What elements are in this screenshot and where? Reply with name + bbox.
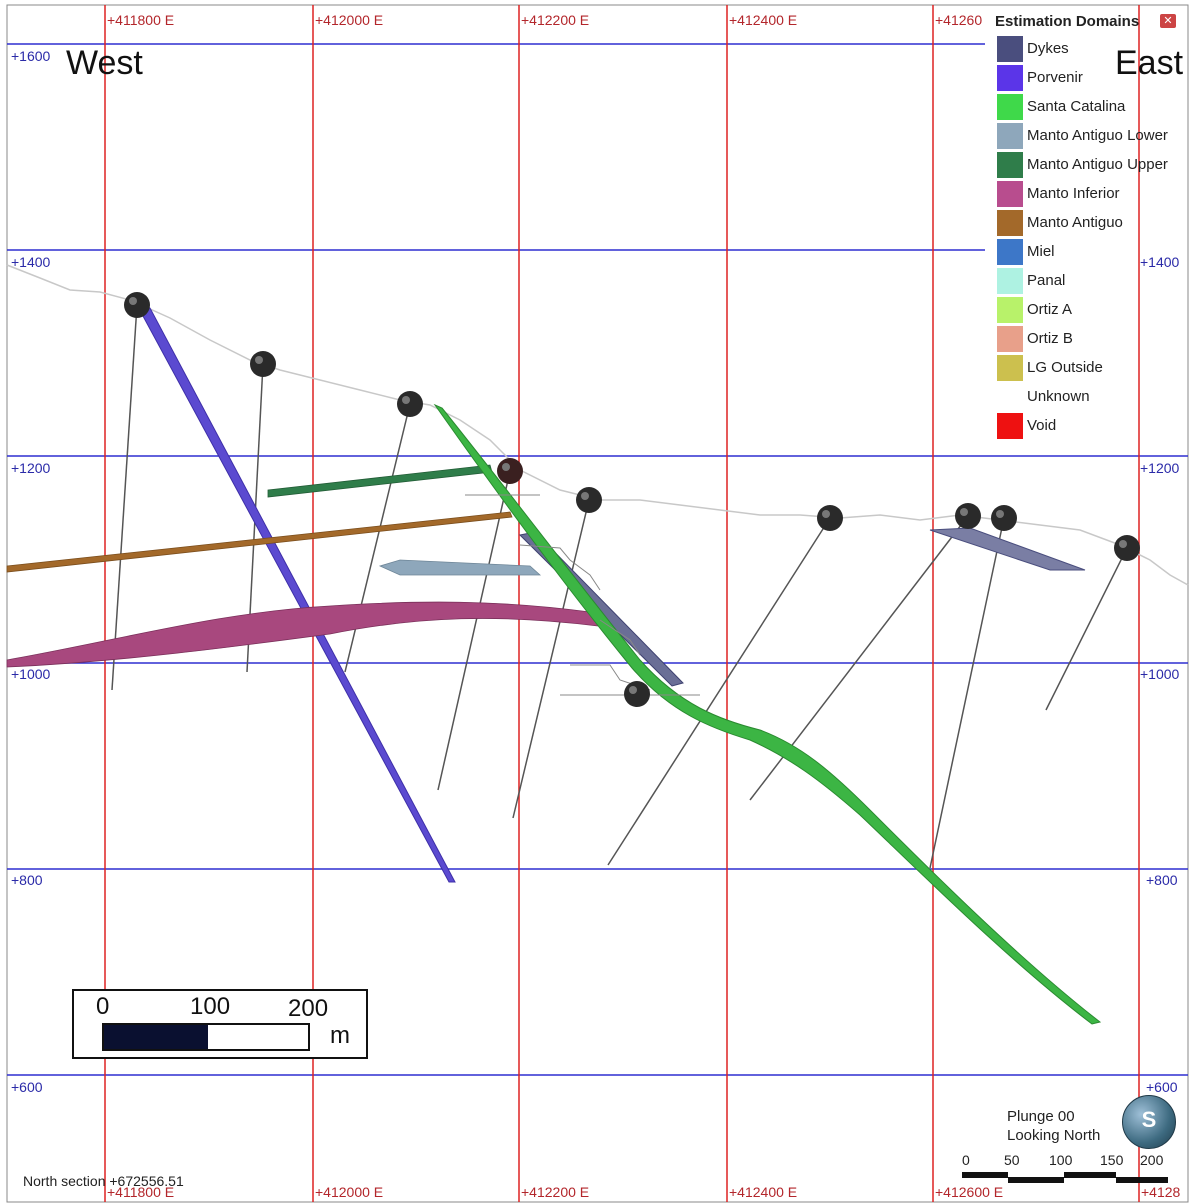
legend-label: Manto Antiguo xyxy=(1027,214,1123,231)
legend-swatch xyxy=(997,209,1023,236)
legend-swatch xyxy=(997,122,1023,149)
manto-antiguo-domain xyxy=(6,511,513,573)
easting-top-label: +412000 E xyxy=(315,12,384,28)
legend-item: LG Outside xyxy=(985,353,1185,382)
legend-item: Miel xyxy=(985,237,1185,266)
easting-bottom-label: +412600 E xyxy=(935,1184,1004,1200)
elevation-left-label: +1600 xyxy=(11,48,51,64)
legend-label: Manto Antiguo Lower xyxy=(1027,127,1168,144)
elevation-left-label: +1000 xyxy=(11,666,51,682)
close-icon[interactable]: ✕ xyxy=(1160,14,1176,28)
legend-swatch xyxy=(997,64,1023,91)
elevation-right-label: +600 xyxy=(1146,1079,1178,1095)
easting-bottom-label: +412000 E xyxy=(315,1184,384,1200)
scale-unit-label: m xyxy=(330,1022,350,1049)
manto-antiguo-lower-domain xyxy=(378,559,542,576)
viewport-border xyxy=(6,4,1189,1203)
easting-top-label: +41260 xyxy=(935,12,983,28)
elevation-left-label: +1200 xyxy=(11,460,51,476)
legend-label: Ortiz A xyxy=(1027,301,1073,318)
scale-tick-label: 200 xyxy=(288,995,329,1022)
legend-label: LG Outside xyxy=(1027,359,1103,376)
easting-top-label: +411800 E xyxy=(107,12,175,28)
legend-item: Manto Antiguo xyxy=(985,208,1185,237)
easting-bottom-label: +412400 E xyxy=(729,1184,798,1200)
legend-label: Santa Catalina xyxy=(1027,98,1126,115)
plunge-label: Plunge 00 xyxy=(1007,1108,1075,1125)
drill-traces xyxy=(111,304,1128,869)
scale-tick-label: 0 xyxy=(96,993,110,1020)
elevation-right-label: +1000 xyxy=(1140,666,1180,682)
legend-swatch xyxy=(997,35,1023,62)
santa-catalina-domain xyxy=(433,403,1102,1025)
elevation-right-label: +1200 xyxy=(1140,460,1180,476)
legend-item: Manto Inferior xyxy=(985,179,1185,208)
compass-letter: S xyxy=(1141,1107,1157,1132)
legend-item: Unknown xyxy=(985,382,1185,411)
legend-swatch xyxy=(997,354,1023,381)
elevation-left-label: +1400 xyxy=(11,254,51,270)
legend-label: Ortiz B xyxy=(1027,330,1073,347)
scale-tick-label: 100 xyxy=(190,993,231,1020)
elevation-right-label: +1400 xyxy=(1140,254,1180,270)
easting-top-label: +412400 E xyxy=(729,12,798,28)
small-scale-tick: 0 xyxy=(962,1152,970,1168)
small-scale-tick: 150 xyxy=(1100,1152,1124,1168)
elevation-gridlines xyxy=(7,43,1188,1076)
elevation-left-label: +600 xyxy=(11,1079,43,1095)
mine-workings xyxy=(465,494,700,696)
compass-icon[interactable]: S xyxy=(1122,1095,1176,1149)
legend-item: Ortiz A xyxy=(985,295,1185,324)
legend-item: Manto Antiguo Upper xyxy=(985,150,1185,179)
legend-label: Manto Antiguo Upper xyxy=(1027,156,1168,173)
elevation-right-label: +800 xyxy=(1146,872,1178,888)
dyke-east xyxy=(929,527,1086,571)
west-label: West xyxy=(66,44,143,82)
scale-bar: 0 100 200 m xyxy=(72,989,368,1059)
legend-title: Estimation Domains xyxy=(995,13,1140,30)
legend-label: Miel xyxy=(1027,243,1055,260)
legend-label: Dykes xyxy=(1027,40,1069,57)
legend-item: Dykes xyxy=(985,34,1185,63)
east-label: East xyxy=(1115,44,1184,82)
easting-gridlines xyxy=(104,5,1140,1202)
looking-label: Looking North xyxy=(1007,1127,1101,1144)
legend-item: Porvenir xyxy=(985,63,1185,92)
legend-swatch xyxy=(997,238,1023,265)
manto-antiguo-upper-domain xyxy=(267,464,493,498)
manto-inferior-domain xyxy=(6,601,599,668)
small-scale-tick: 200 xyxy=(1140,1152,1164,1168)
small-scale-bar xyxy=(962,1172,1168,1183)
legend-swatch xyxy=(997,151,1023,178)
legend-swatch xyxy=(997,325,1023,352)
legend-swatch xyxy=(997,383,1023,410)
legend-label: Void xyxy=(1027,417,1057,434)
north-section-label: North section +672556.51 xyxy=(23,1173,184,1189)
legend-label: Manto Inferior xyxy=(1027,185,1120,202)
legend-swatch xyxy=(997,93,1023,120)
legend-label: Porvenir xyxy=(1027,69,1083,86)
scale-bar-graphic xyxy=(102,1023,310,1051)
legend-swatch xyxy=(997,267,1023,294)
easting-top-label: +412200 E xyxy=(521,12,590,28)
legend-item: Void xyxy=(985,411,1185,440)
legend-item: Santa Catalina xyxy=(985,92,1185,121)
easting-bottom-label: +4128 xyxy=(1141,1184,1181,1200)
legend-swatch xyxy=(997,296,1023,323)
legend-swatch xyxy=(997,180,1023,207)
legend-swatch xyxy=(997,412,1023,439)
easting-bottom-label: +411800 E xyxy=(107,1184,175,1200)
legend-item: Manto Antiguo Lower xyxy=(985,121,1185,150)
easting-bottom-label: +412200 E xyxy=(521,1184,590,1200)
legend-label: Unknown xyxy=(1027,388,1090,405)
small-scale-tick: 100 xyxy=(1049,1152,1073,1168)
elevation-left-label: +800 xyxy=(11,872,43,888)
legend-item: Panal xyxy=(985,266,1185,295)
small-scale-tick: 50 xyxy=(1004,1152,1020,1168)
legend-item: Ortiz B xyxy=(985,324,1185,353)
legend-label: Panal xyxy=(1027,272,1066,289)
